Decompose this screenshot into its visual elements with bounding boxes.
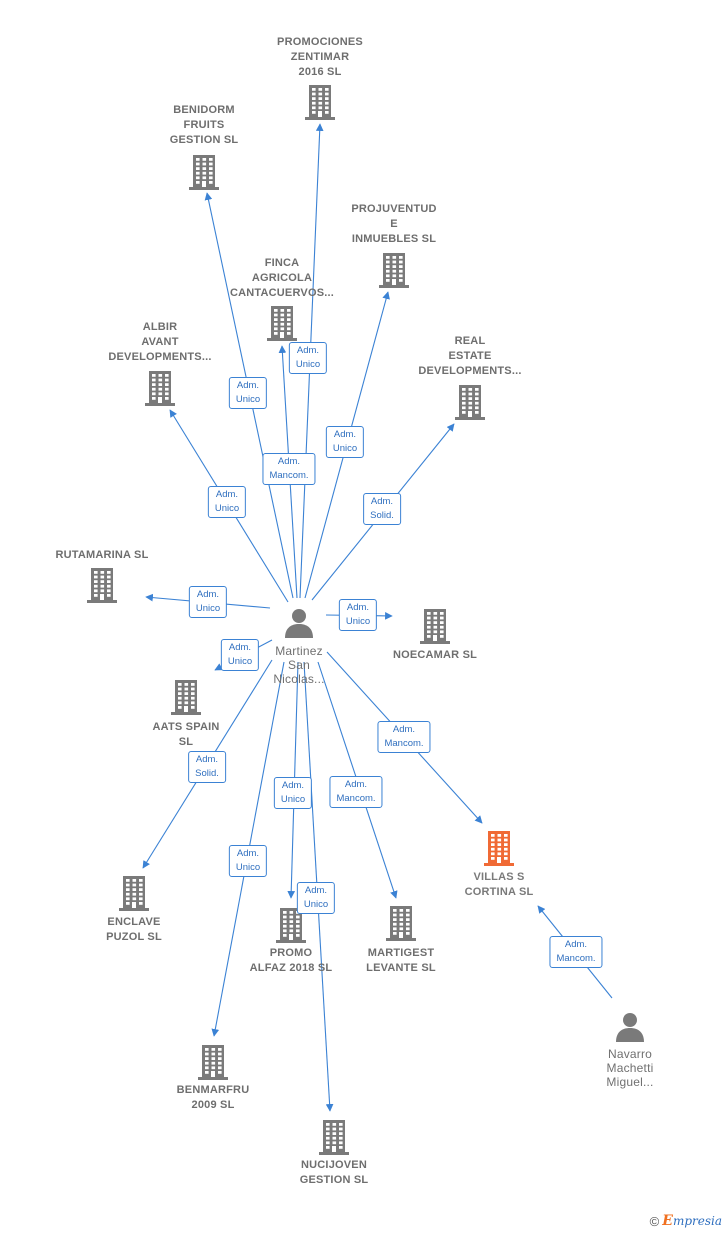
role-badge[interactable]: Adm. Unico xyxy=(325,426,365,458)
building-icon[interactable] xyxy=(169,679,203,715)
node-label-enclave[interactable]: ENCLAVE PUZOL SL xyxy=(69,915,199,945)
node-name: BENMARFRU 2009 SL xyxy=(176,1084,250,1111)
node-label-noecamar[interactable]: NOECAMAR SL xyxy=(370,648,500,663)
role-badge[interactable]: Adm. Unico xyxy=(188,586,228,618)
building-icon[interactable] xyxy=(187,154,221,190)
building-icon[interactable] xyxy=(317,1119,351,1155)
node-name: PROMOCIONES ZENTIMAR 2016 SL xyxy=(277,36,363,78)
building-icon[interactable] xyxy=(418,608,452,644)
footer-brand: © Empresia xyxy=(650,1213,722,1229)
person-node-icon[interactable] xyxy=(615,1012,645,1042)
node-name: REAL ESTATE DEVELOPMENTS... xyxy=(418,335,522,377)
node-label-real[interactable]: REAL ESTATE DEVELOPMENTS... xyxy=(405,334,535,379)
role-badge[interactable]: Adm. Unico xyxy=(228,377,268,409)
node-label-benmarfru[interactable]: BENMARFRU 2009 SL xyxy=(148,1083,278,1113)
building-icon[interactable] xyxy=(265,305,299,341)
node-name: RUTAMARINA SL xyxy=(55,549,149,561)
node-label-projuventud[interactable]: PROJUVENTUD E INMUEBLES SL xyxy=(329,202,459,247)
node-label-navarro[interactable]: Navarro Machetti Miguel... xyxy=(565,1047,695,1089)
role-badge[interactable]: Adm. Unico xyxy=(338,599,378,631)
node-name: NUCIJOVEN GESTION SL xyxy=(299,1159,369,1186)
building-icon[interactable] xyxy=(453,384,487,420)
building-icon[interactable] xyxy=(196,1044,230,1080)
node-label-martinez[interactable]: Martinez San Nicolas... xyxy=(234,644,364,686)
node-name: AATS SPAIN SL xyxy=(152,721,220,748)
role-badge[interactable]: Adm. Mancom. xyxy=(549,936,603,968)
building-icon[interactable] xyxy=(377,252,411,288)
building-icon[interactable] xyxy=(85,567,119,603)
node-name: Navarro Machetti Miguel... xyxy=(606,1047,654,1089)
copyright-symbol: © xyxy=(649,1213,660,1229)
empresia-logo[interactable]: Empresia xyxy=(662,1213,722,1229)
role-badge[interactable]: Adm. Unico xyxy=(273,777,313,809)
brand-rest: mpresia xyxy=(672,1214,722,1228)
brand-initial: E xyxy=(662,1213,673,1229)
role-badge[interactable]: Adm. Unico xyxy=(220,639,260,671)
role-badge[interactable]: Adm. Mancom. xyxy=(329,776,383,808)
node-label-villas[interactable]: VILLAS S CORTINA SL xyxy=(434,870,564,900)
building-icon[interactable] xyxy=(117,875,151,911)
node-label-aats[interactable]: AATS SPAIN SL xyxy=(121,720,251,750)
node-name: BENIDORM FRUITS GESTION SL xyxy=(169,104,239,146)
node-label-rutamarina[interactable]: RUTAMARINA SL xyxy=(37,548,167,563)
node-label-nucijoven[interactable]: NUCIJOVEN GESTION SL xyxy=(269,1158,399,1188)
node-label-finca[interactable]: FINCA AGRICOLA CANTACUERVOS... xyxy=(217,256,347,301)
node-label-promo[interactable]: PROMO ALFAZ 2018 SL xyxy=(226,946,356,976)
role-badge[interactable]: Adm. Unico xyxy=(228,845,268,877)
building-icon[interactable] xyxy=(482,830,516,866)
role-badge[interactable]: Adm. Solid. xyxy=(188,751,226,783)
node-name: ENCLAVE PUZOL SL xyxy=(106,916,162,943)
node-label-promociones[interactable]: PROMOCIONES ZENTIMAR 2016 SL xyxy=(255,35,385,80)
role-badge[interactable]: Adm. Unico xyxy=(296,882,336,914)
node-name: PROJUVENTUD E INMUEBLES SL xyxy=(351,203,437,245)
node-name: PROMO ALFAZ 2018 SL xyxy=(249,947,333,974)
role-badge[interactable]: Adm. Unico xyxy=(207,486,247,518)
node-name: FINCA AGRICOLA CANTACUERVOS... xyxy=(229,257,335,299)
node-name: VILLAS S CORTINA SL xyxy=(464,871,534,898)
role-badge[interactable]: Adm. Unico xyxy=(288,342,328,374)
node-name: MARTIGEST LEVANTE SL xyxy=(366,947,436,974)
node-name: Martinez San Nicolas... xyxy=(273,644,325,686)
role-badge[interactable]: Adm. Mancom. xyxy=(377,721,431,753)
building-icon[interactable] xyxy=(143,370,177,406)
node-label-martigest[interactable]: MARTIGEST LEVANTE SL xyxy=(336,946,466,976)
role-badge[interactable]: Adm. Mancom. xyxy=(262,453,316,485)
node-name: ALBIR AVANT DEVELOPMENTS... xyxy=(108,321,212,363)
role-badge[interactable]: Adm. Solid. xyxy=(363,493,401,525)
person-node-icon[interactable] xyxy=(284,608,314,638)
building-icon[interactable] xyxy=(303,84,337,120)
building-icon[interactable] xyxy=(384,905,418,941)
node-name: NOECAMAR SL xyxy=(392,649,478,661)
node-label-benidorm[interactable]: BENIDORM FRUITS GESTION SL xyxy=(139,103,269,148)
node-label-albir[interactable]: ALBIR AVANT DEVELOPMENTS... xyxy=(95,320,225,365)
